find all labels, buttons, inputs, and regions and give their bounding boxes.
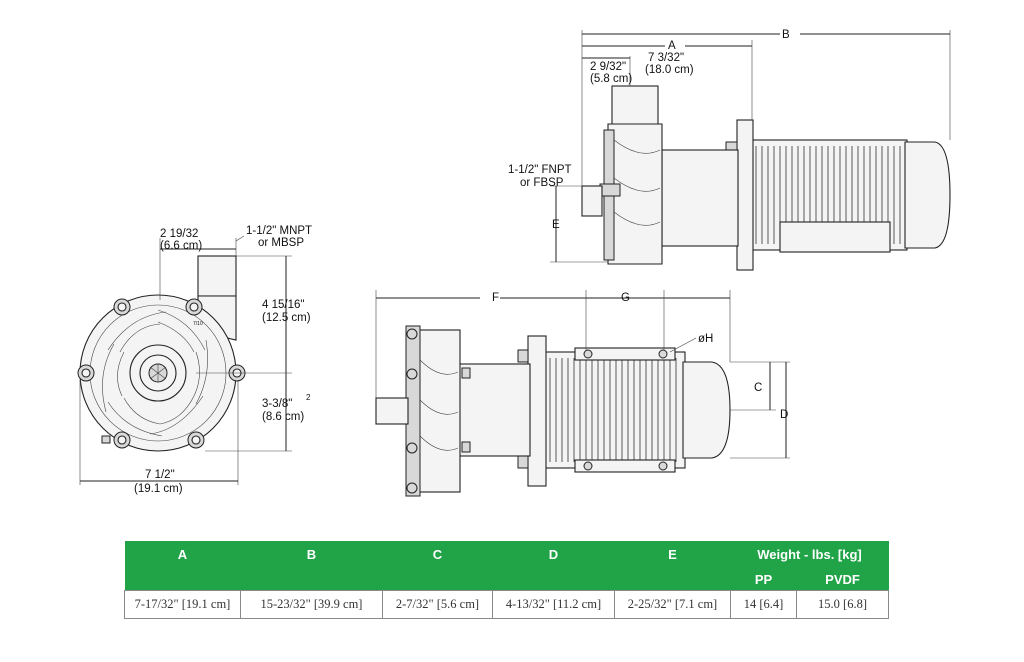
height-upper-label: 4 15/16" xyxy=(262,299,304,311)
dim-h-label: øH xyxy=(698,333,713,345)
width-label: 7 1/2" xyxy=(145,469,175,481)
col-header-c: C xyxy=(382,541,493,568)
cell-a: 7-17/32" [19.1 cm] xyxy=(124,590,241,619)
col-header-d: D xyxy=(492,541,615,568)
inlet-connection-label: 1-1/2" FNPT xyxy=(508,164,572,176)
cell-c: 2-7/32" [5.6 cm] xyxy=(382,590,493,619)
inlet-length-label: 2 9/32" xyxy=(590,61,626,73)
col-header-e: E xyxy=(614,541,731,568)
dim-e-label: E xyxy=(552,219,560,231)
flange-length-label: 7 3/32" xyxy=(648,52,684,64)
dim-b-label: B xyxy=(782,29,790,41)
dim-d-label: D xyxy=(780,409,788,421)
width-metric: (19.1 cm) xyxy=(134,483,183,495)
inlet-length-metric: (5.8 cm) xyxy=(590,73,632,85)
cell-weight-pp: 14 [6.4] xyxy=(730,590,797,619)
pump-dimension-drawing: 7/10 2 19/32 (6.6 cm) 1-1/2" MNPT or MBS… xyxy=(77,29,951,497)
cell-e: 2-25/32" [7.1 cm] xyxy=(614,590,731,619)
tiny-label: 7/10 xyxy=(193,321,203,327)
dim-g-label: G xyxy=(621,292,630,304)
col-header-a: A xyxy=(124,541,241,568)
side-view-top: A B 2 9/32" (5.8 cm) 7 3/32" (18.0 cm) 1… xyxy=(508,29,951,271)
flange-length-metric: (18.0 cm) xyxy=(645,64,694,76)
inlet-connection-alt: or FBSP xyxy=(520,177,564,189)
height-lower-metric: (8.6 cm) xyxy=(262,411,304,423)
col-header-b: B xyxy=(240,541,383,568)
height-upper-metric: (12.5 cm) xyxy=(262,312,311,324)
outlet-size-label: 2 19/32 xyxy=(160,228,198,240)
side-view-bottom: F G øH C D xyxy=(375,290,790,497)
height-lower-superscript: 2 xyxy=(306,393,311,402)
dim-f-label: F xyxy=(492,292,499,304)
cell-weight-pvdf: 15.0 [6.8] xyxy=(795,590,890,619)
weight-header: Weight - lbs. [kg] xyxy=(730,541,889,568)
weight-pp-header: PP xyxy=(730,568,797,591)
weight-pvdf-header: PVDF xyxy=(796,568,889,591)
front-view: 7/10 2 19/32 (6.6 cm) 1-1/2" MNPT or MBS… xyxy=(77,225,312,495)
table-row: 7-17/32" [19.1 cm] 15-23/32" [39.9 cm] 2… xyxy=(124,590,890,619)
dimension-table: A B C D E Weight - lbs. [kg] PP PVDF 7-1… xyxy=(124,541,890,619)
outlet-connection-label: 1-1/2" MNPT xyxy=(246,225,312,237)
dim-c-label: C xyxy=(754,382,762,394)
outlet-size-metric: (6.6 cm) xyxy=(160,240,202,252)
dim-a-label: A xyxy=(668,40,676,52)
cell-d: 4-13/32" [11.2 cm] xyxy=(492,590,615,619)
cell-b: 15-23/32" [39.9 cm] xyxy=(240,590,383,619)
height-lower-label: 3-3/8" xyxy=(262,398,292,410)
outlet-connection-alt: or MBSP xyxy=(258,237,304,249)
